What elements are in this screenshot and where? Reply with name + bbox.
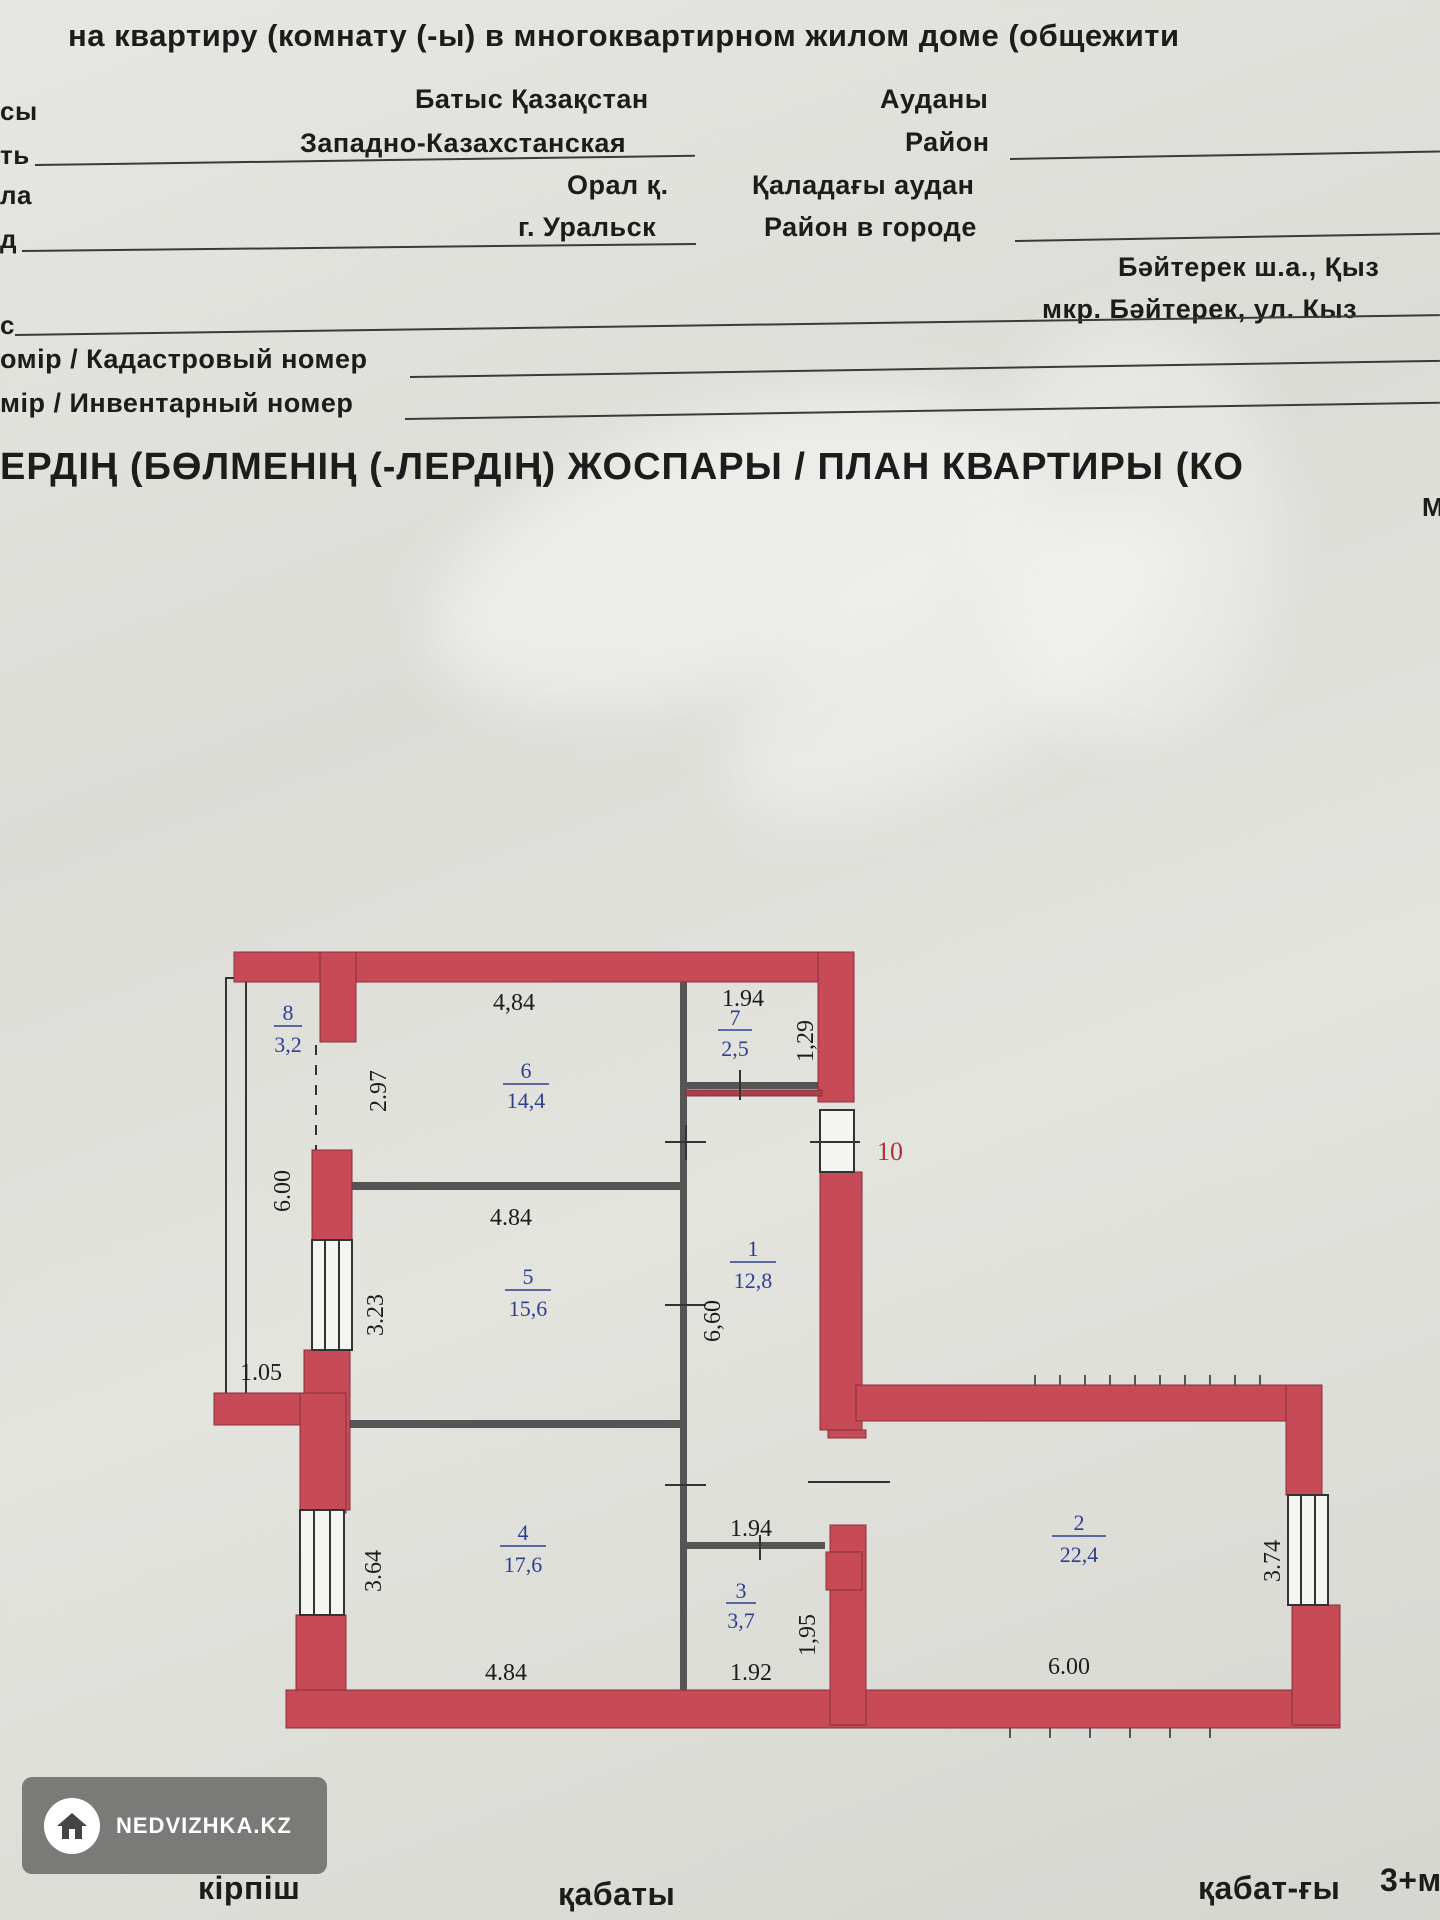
room-label-5: 5 15,6 (505, 1264, 551, 1321)
city-district-ru-label: Район в городе (764, 212, 977, 242)
interior-walls (345, 980, 825, 1700)
dim-room7-height: 1,29 (793, 1020, 819, 1062)
room-label-1: 1 12,8 (730, 1236, 776, 1293)
dim-room3-bottom: 1.92 (730, 1660, 772, 1686)
dim-room6-height: 2.97 (366, 1070, 392, 1112)
footer-material: кірпіш (198, 1870, 301, 1906)
dim-room5-width: 4.84 (490, 1205, 532, 1231)
footer-floor: қабаты (558, 1876, 676, 1912)
district-ru-label: Район (905, 127, 990, 157)
room-number: 2 (1074, 1510, 1085, 1535)
address-label: с (0, 310, 15, 340)
room-label-6: 6 14,4 (503, 1058, 549, 1113)
plan-title: ЕРДІҢ (БӨЛМЕНІҢ (-ЛЕРДІҢ) ЖОСПАРЫ / ПЛАН… (0, 446, 1244, 488)
hatch-ticks (1009, 1375, 1261, 1738)
dim-room5-height: 3.23 (363, 1294, 389, 1336)
city-ru-label: д (0, 224, 18, 254)
room-label-4: 4 17,6 (500, 1520, 546, 1577)
room-area: 3,7 (727, 1608, 755, 1633)
room-area: 2,5 (721, 1036, 749, 1061)
city-kz-value: Орал қ. (567, 170, 669, 200)
room-area: 14,4 (507, 1088, 546, 1113)
room-number: 4 (518, 1520, 529, 1545)
address-kz: Бәйтерек ш.а., Қыз (1118, 252, 1380, 282)
room-labels: 8 3,2 6 14,4 7 2,5 5 15,6 1 12,8 4 17,6 (274, 1000, 1106, 1633)
room-number: 1 (748, 1236, 759, 1261)
door-openings (315, 1045, 890, 1560)
plan-marker: 10 (877, 1137, 903, 1166)
oblast-ru-label: ть (0, 140, 30, 170)
house-icon (44, 1797, 100, 1854)
room-label-7: 7 2,5 (718, 1005, 752, 1061)
room-label-8: 8 3,2 (274, 1000, 302, 1057)
dim-room4-width: 4.84 (485, 1660, 527, 1686)
room-area: 17,6 (504, 1552, 543, 1577)
document-title: на квартиру (комнату (-ы) в многоквартир… (68, 18, 1180, 53)
room-label-3: 3 3,7 (726, 1578, 756, 1633)
inventory-number-label: мір / Инвентарный номер (0, 388, 354, 418)
dim-room2-height: 3.74 (1260, 1540, 1286, 1582)
room-area: 22,4 (1060, 1542, 1099, 1567)
room-number: 5 (523, 1264, 534, 1289)
oblast-ru-value: Западно-Казахстанская (300, 128, 627, 158)
room-area: 12,8 (734, 1268, 773, 1293)
dim-room3-top: 1.94 (730, 1516, 772, 1542)
room-area: 3,2 (274, 1032, 302, 1057)
dim-room6-width: 4,84 (493, 990, 535, 1016)
district-kz-label: Ауданы (880, 84, 989, 114)
dim-corridor-length: 6,60 (700, 1300, 726, 1342)
dim-room7-width: 1.94 (722, 986, 764, 1012)
watermark-text: NEDVIZHKA.KZ (116, 1812, 292, 1838)
dim-room2-width: 6.00 (1048, 1654, 1090, 1680)
room-label-2: 2 22,4 (1052, 1510, 1106, 1567)
city-kz-label: ла (0, 180, 32, 210)
plan-title-right: М (1422, 492, 1440, 522)
dim-room4-height: 3.64 (361, 1550, 387, 1592)
footer-floors-value: 3+м (1380, 1862, 1440, 1898)
dimension-labels: 4,84 2.97 1.94 1,29 6.00 4.84 3.23 6,60 … (240, 986, 1286, 1686)
room-number: 6 (521, 1058, 532, 1083)
room-number: 7 (730, 1005, 741, 1030)
dim-balcony-depth: 1.05 (240, 1360, 282, 1386)
footer-floors-total: қабат-ғы (1198, 1870, 1341, 1906)
room-area: 15,6 (509, 1296, 548, 1321)
dim-room3-height: 1,95 (795, 1614, 821, 1656)
room-number: 3 (736, 1578, 747, 1603)
city-district-kz-label: Қаладағы аудан (752, 170, 975, 200)
exterior-walls (213, 951, 1341, 1729)
room-number: 8 (283, 1000, 294, 1025)
cadastral-number-label: омір / Кадастровый номер (0, 344, 368, 374)
oblast-kz-label: сы (0, 96, 38, 126)
watermark: NEDVIZHKA.KZ (22, 1777, 327, 1874)
city-ru-value: г. Уральск (518, 212, 657, 242)
windows (299, 1109, 1329, 1616)
dim-balcony-length: 6.00 (270, 1170, 296, 1212)
oblast-kz-value: Батыс Қазақстан (415, 84, 649, 114)
